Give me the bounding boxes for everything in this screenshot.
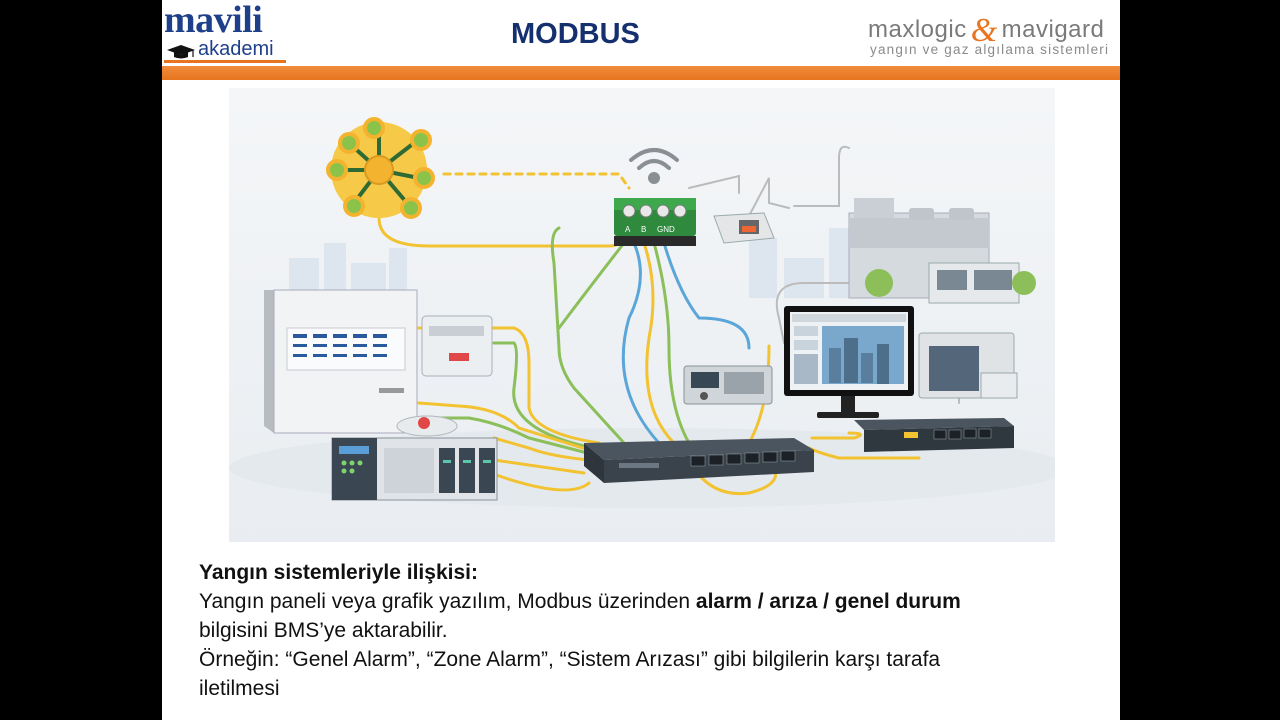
maxlogic-mavigard-logo: maxlogic&mavigard yangın ve gaz algılama… bbox=[868, 4, 1118, 66]
small-switch bbox=[854, 418, 1014, 452]
body-line-1: Yangın paneli veya grafik yazılım, Modbu… bbox=[199, 590, 961, 613]
brand-mavigard: mavigard bbox=[1001, 16, 1105, 43]
orange-divider bbox=[162, 66, 1120, 80]
plc-controller bbox=[331, 437, 498, 501]
terminal-label-a: A bbox=[625, 225, 631, 234]
graduation-cap-icon bbox=[167, 45, 195, 59]
network-switch bbox=[584, 438, 814, 483]
logo-right-brand: maxlogic&mavigard bbox=[868, 8, 1105, 49]
logo-sub: akademi bbox=[198, 38, 274, 60]
monitor-scada bbox=[784, 306, 914, 418]
page-title: MODBUS bbox=[511, 18, 640, 50]
body-line-4: iletilmesi bbox=[199, 677, 280, 700]
body-line-3: Örneğin: “Genel Alarm”, “Zone Alarm”, “S… bbox=[199, 648, 941, 671]
modbus-terminal-block: A B GND bbox=[614, 198, 696, 246]
body-line-2: bilgisini BMS’ye aktarabilir. bbox=[199, 619, 448, 642]
body-line-1-bold: alarm / arıza / genel durum bbox=[695, 590, 961, 613]
terminal-label-gnd: GND bbox=[657, 225, 675, 234]
rj45-connector bbox=[713, 212, 775, 244]
logo-tagline: yangın ve gaz algılama sistemleri bbox=[870, 42, 1110, 57]
body-heading: Yangın sistemleriyle ilişkisi: bbox=[199, 561, 478, 584]
logo-underline bbox=[164, 60, 286, 63]
brand-ampersand: & bbox=[970, 12, 998, 49]
mavili-logo: mavili akademi bbox=[164, 0, 289, 64]
wires bbox=[377, 145, 960, 496]
building-bms bbox=[848, 198, 1036, 304]
io-module bbox=[683, 365, 773, 405]
modbus-network-illustration: A B GND bbox=[229, 88, 1055, 542]
body-text: Yangın sistemleriyle ilişkisi: Yangın pa… bbox=[199, 558, 1099, 703]
wifi-icon bbox=[629, 148, 679, 184]
header: mavili akademi MODBUS maxlogic&mavigard … bbox=[162, 0, 1120, 66]
small-module bbox=[421, 315, 493, 377]
slide: mavili akademi MODBUS maxlogic&mavigard … bbox=[162, 0, 1120, 720]
brand-maxlogic: maxlogic bbox=[868, 16, 967, 43]
sounder-icon bbox=[396, 415, 458, 437]
network-hub-icon bbox=[326, 117, 435, 219]
fire-alarm-panel bbox=[264, 289, 418, 434]
panel-right bbox=[918, 332, 1018, 399]
logo-brand: mavili bbox=[164, 0, 263, 41]
terminal-label-b: B bbox=[641, 225, 646, 234]
